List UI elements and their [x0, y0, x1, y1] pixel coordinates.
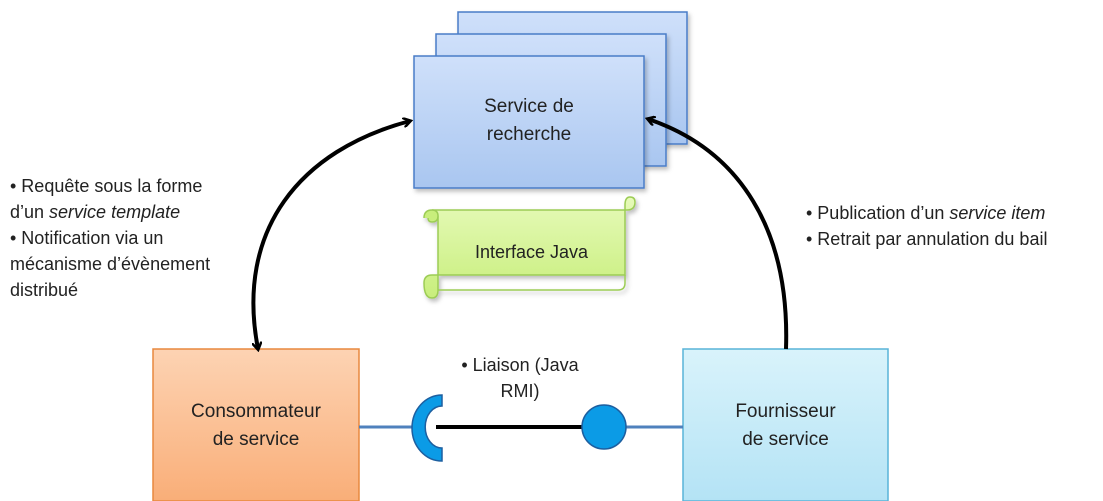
provider-line1: Fournisseur [735, 401, 836, 422]
consumer-note-3: • Notification via un [10, 228, 164, 248]
provider-note-2: • Retrait par annulation du bail [806, 229, 1048, 249]
lookup-service-line2: recherche [486, 124, 572, 145]
provider-line2: de service [742, 429, 829, 450]
provider-note-1: • Publication d’un service item [806, 200, 1047, 226]
lookup-service-line1: Service de [484, 96, 574, 117]
java-interface-text: Interface Java [474, 242, 589, 262]
consumer-note-5: distribué [10, 280, 79, 300]
service-template-term: service template [49, 202, 181, 222]
binding-line2: RMI) [500, 381, 540, 401]
java-interface-label: Interface Java [438, 238, 625, 266]
provider-label: Fournisseur de service [683, 398, 888, 454]
consumer-note-2-prefix: d’un [10, 202, 50, 222]
scroll-top-curl [423, 209, 439, 223]
lookup-service-label: Service de recherche [414, 93, 644, 149]
provider-box [682, 348, 889, 501]
service-item-term: service item [949, 203, 1046, 223]
consumer-line1: Consommateur [191, 401, 321, 422]
consumer-line2: de service [212, 429, 300, 450]
consumer-lookup-arrow [251, 121, 410, 349]
consumer-note-1: • Requête sous la forme [10, 176, 203, 196]
provider-note-1-prefix: • Publication d’un [806, 203, 950, 223]
consumer-notes: • Requête sous la forme d’un service tem… [10, 173, 210, 303]
provider-lookup-arrow [648, 119, 789, 350]
scroll-bottom-curl [438, 275, 626, 291]
lookup-service-stack [413, 11, 688, 189]
java-interface-scroll [423, 196, 636, 299]
lookup-service-card-front [413, 55, 645, 189]
ball-icon [581, 404, 627, 450]
scroll-body [423, 196, 636, 299]
consumer-note-4: mécanisme d’évènement [10, 254, 211, 274]
provider-notes: • Publication d’un service item • Retrai… [806, 200, 1047, 252]
consumer-note-2: d’un service template [10, 199, 210, 225]
binding-label: • Liaison (Java RMI) [440, 352, 600, 404]
socket-icon [411, 394, 443, 462]
consumer-label: Consommateur de service [153, 398, 359, 454]
binding-line1: • Liaison (Java [461, 355, 579, 375]
